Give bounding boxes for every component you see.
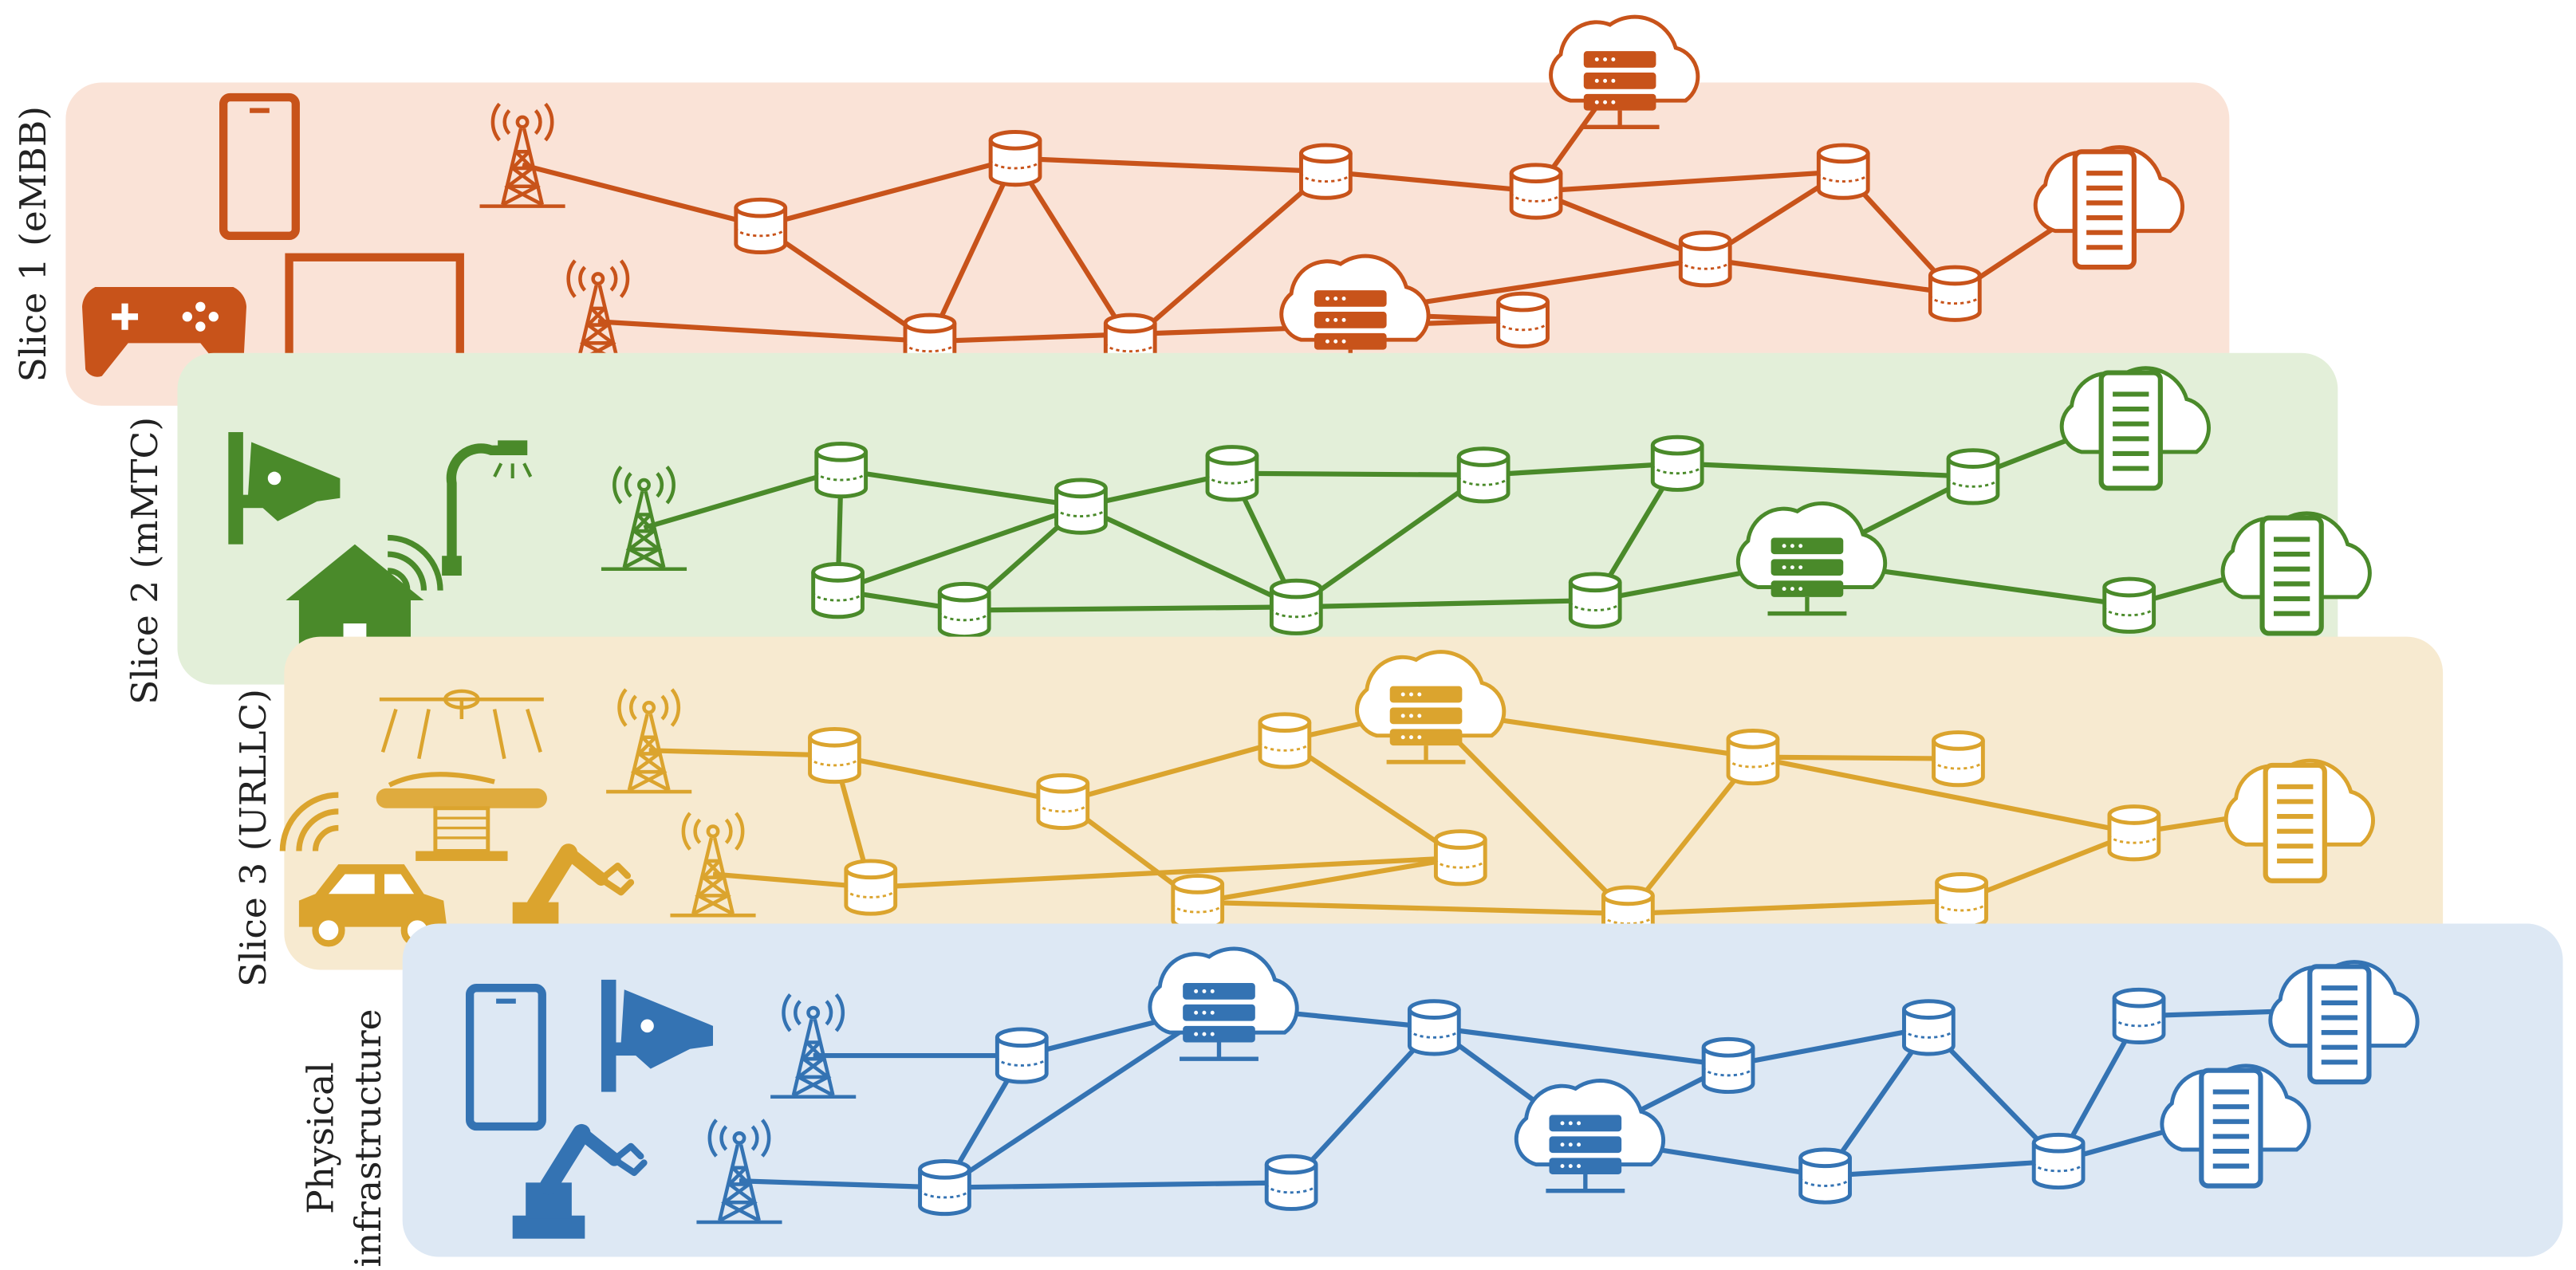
network-node-cylinder (1932, 730, 1985, 788)
network-link (1296, 597, 1596, 610)
network-link (1483, 461, 1678, 478)
network-node-cylinder (1496, 291, 1550, 348)
network-link (1080, 504, 1298, 610)
network-node-cylinder (1171, 874, 1225, 931)
network-node-cylinder (1678, 230, 1732, 288)
car-icon (279, 792, 447, 947)
network-link (739, 1178, 945, 1190)
network-node-cylinder (937, 581, 991, 639)
network-node-cylinder (2112, 987, 2166, 1044)
network-link (597, 319, 931, 344)
network-node-cylinder (995, 1027, 1049, 1084)
lamp-icon (442, 440, 533, 576)
network-node-cylinder (734, 197, 788, 254)
network-link (1752, 754, 2135, 836)
network-node-cylinder (1798, 1147, 1852, 1205)
network-node-cylinder (988, 130, 1042, 187)
surgical-robot-icon (376, 689, 547, 861)
gamepad-icon (81, 286, 246, 377)
network-link (944, 1180, 1292, 1190)
network-link (522, 162, 762, 229)
network-link (841, 467, 1081, 509)
network-link (1128, 169, 1328, 344)
network-link (837, 504, 1082, 593)
network-node-cylinder (1568, 572, 1622, 629)
network-node-cylinder (1205, 445, 1259, 502)
network-link (870, 855, 1461, 891)
network-node-cylinder (2107, 804, 2161, 862)
network-node-cylinder (1299, 143, 1353, 200)
network-link (1062, 737, 1286, 804)
network-link (943, 1004, 1221, 1190)
network-link (1294, 473, 1485, 609)
network-link (833, 753, 1064, 804)
network-link (648, 748, 835, 758)
slice-label: Slice 1 (eMBB) (12, 106, 54, 382)
network-node-cylinder (1509, 163, 1563, 220)
network-link (964, 604, 1297, 613)
network-node-cylinder (1928, 265, 1982, 322)
network-link (1727, 1024, 1929, 1068)
network-link (1534, 189, 1707, 261)
network-node-cylinder (918, 1158, 971, 1217)
network-node-cylinder (808, 726, 861, 784)
slice-label: Physical (299, 1062, 341, 1214)
network-link (1197, 855, 1461, 905)
slice-background (177, 352, 2338, 685)
network-node-cylinder (1407, 999, 1461, 1056)
slice-label: Slice 3 (URLLC) (232, 689, 274, 987)
network-node-cylinder (1264, 1154, 1318, 1211)
network-node-cylinder (1258, 712, 1312, 769)
network-node-cylinder (1726, 729, 1780, 786)
network-node-cylinder (1935, 871, 1988, 930)
network-link (1231, 470, 1484, 478)
network-link (1283, 738, 1463, 860)
network-node-cylinder (1036, 773, 1090, 831)
network-node-cylinder (1701, 1036, 1755, 1095)
network-link (643, 467, 842, 531)
network-node-cylinder (844, 859, 898, 916)
network-node-cylinder (1902, 999, 1956, 1056)
network-link (1825, 1158, 2059, 1179)
network-link (928, 157, 1018, 343)
network-node-cylinder (1816, 143, 1870, 200)
network-node-cylinder (1650, 434, 1704, 492)
network-node-cylinder (1054, 478, 1108, 535)
network-link (1325, 169, 1537, 195)
slice-label: infrastructure (347, 1009, 389, 1267)
network-link (1625, 755, 1755, 916)
network-link (1197, 899, 1629, 917)
network-node-cylinder (1433, 829, 1487, 887)
network-link (1704, 256, 1956, 297)
network-link (1013, 156, 1132, 343)
network-node-cylinder (1269, 578, 1323, 635)
network-node-cylinder (2031, 1132, 2086, 1190)
network-link (1433, 1024, 1729, 1068)
slice-background (284, 636, 2444, 970)
network-link (1628, 898, 1962, 917)
network-link (759, 155, 1016, 229)
network-link (1535, 169, 1844, 195)
network-node-cylinder (811, 562, 865, 619)
network-link (759, 223, 932, 344)
network-link (1960, 830, 2135, 903)
network-link (1014, 155, 1326, 175)
network-node-cylinder (2102, 576, 2157, 634)
network-node-cylinder (814, 442, 869, 499)
network-link (1752, 754, 1959, 761)
network-node-cylinder (1456, 446, 1511, 504)
network-link (1677, 461, 1974, 479)
network-link (1289, 1025, 1436, 1185)
slice-panel-mmtc: Slice 2 (mMTC) (124, 352, 2369, 705)
network-node-cylinder (1946, 448, 2000, 505)
slice-panel-embb: Slice 1 (eMBB) (12, 17, 2230, 406)
slice-label: Slice 2 (mMTC) (124, 417, 166, 705)
